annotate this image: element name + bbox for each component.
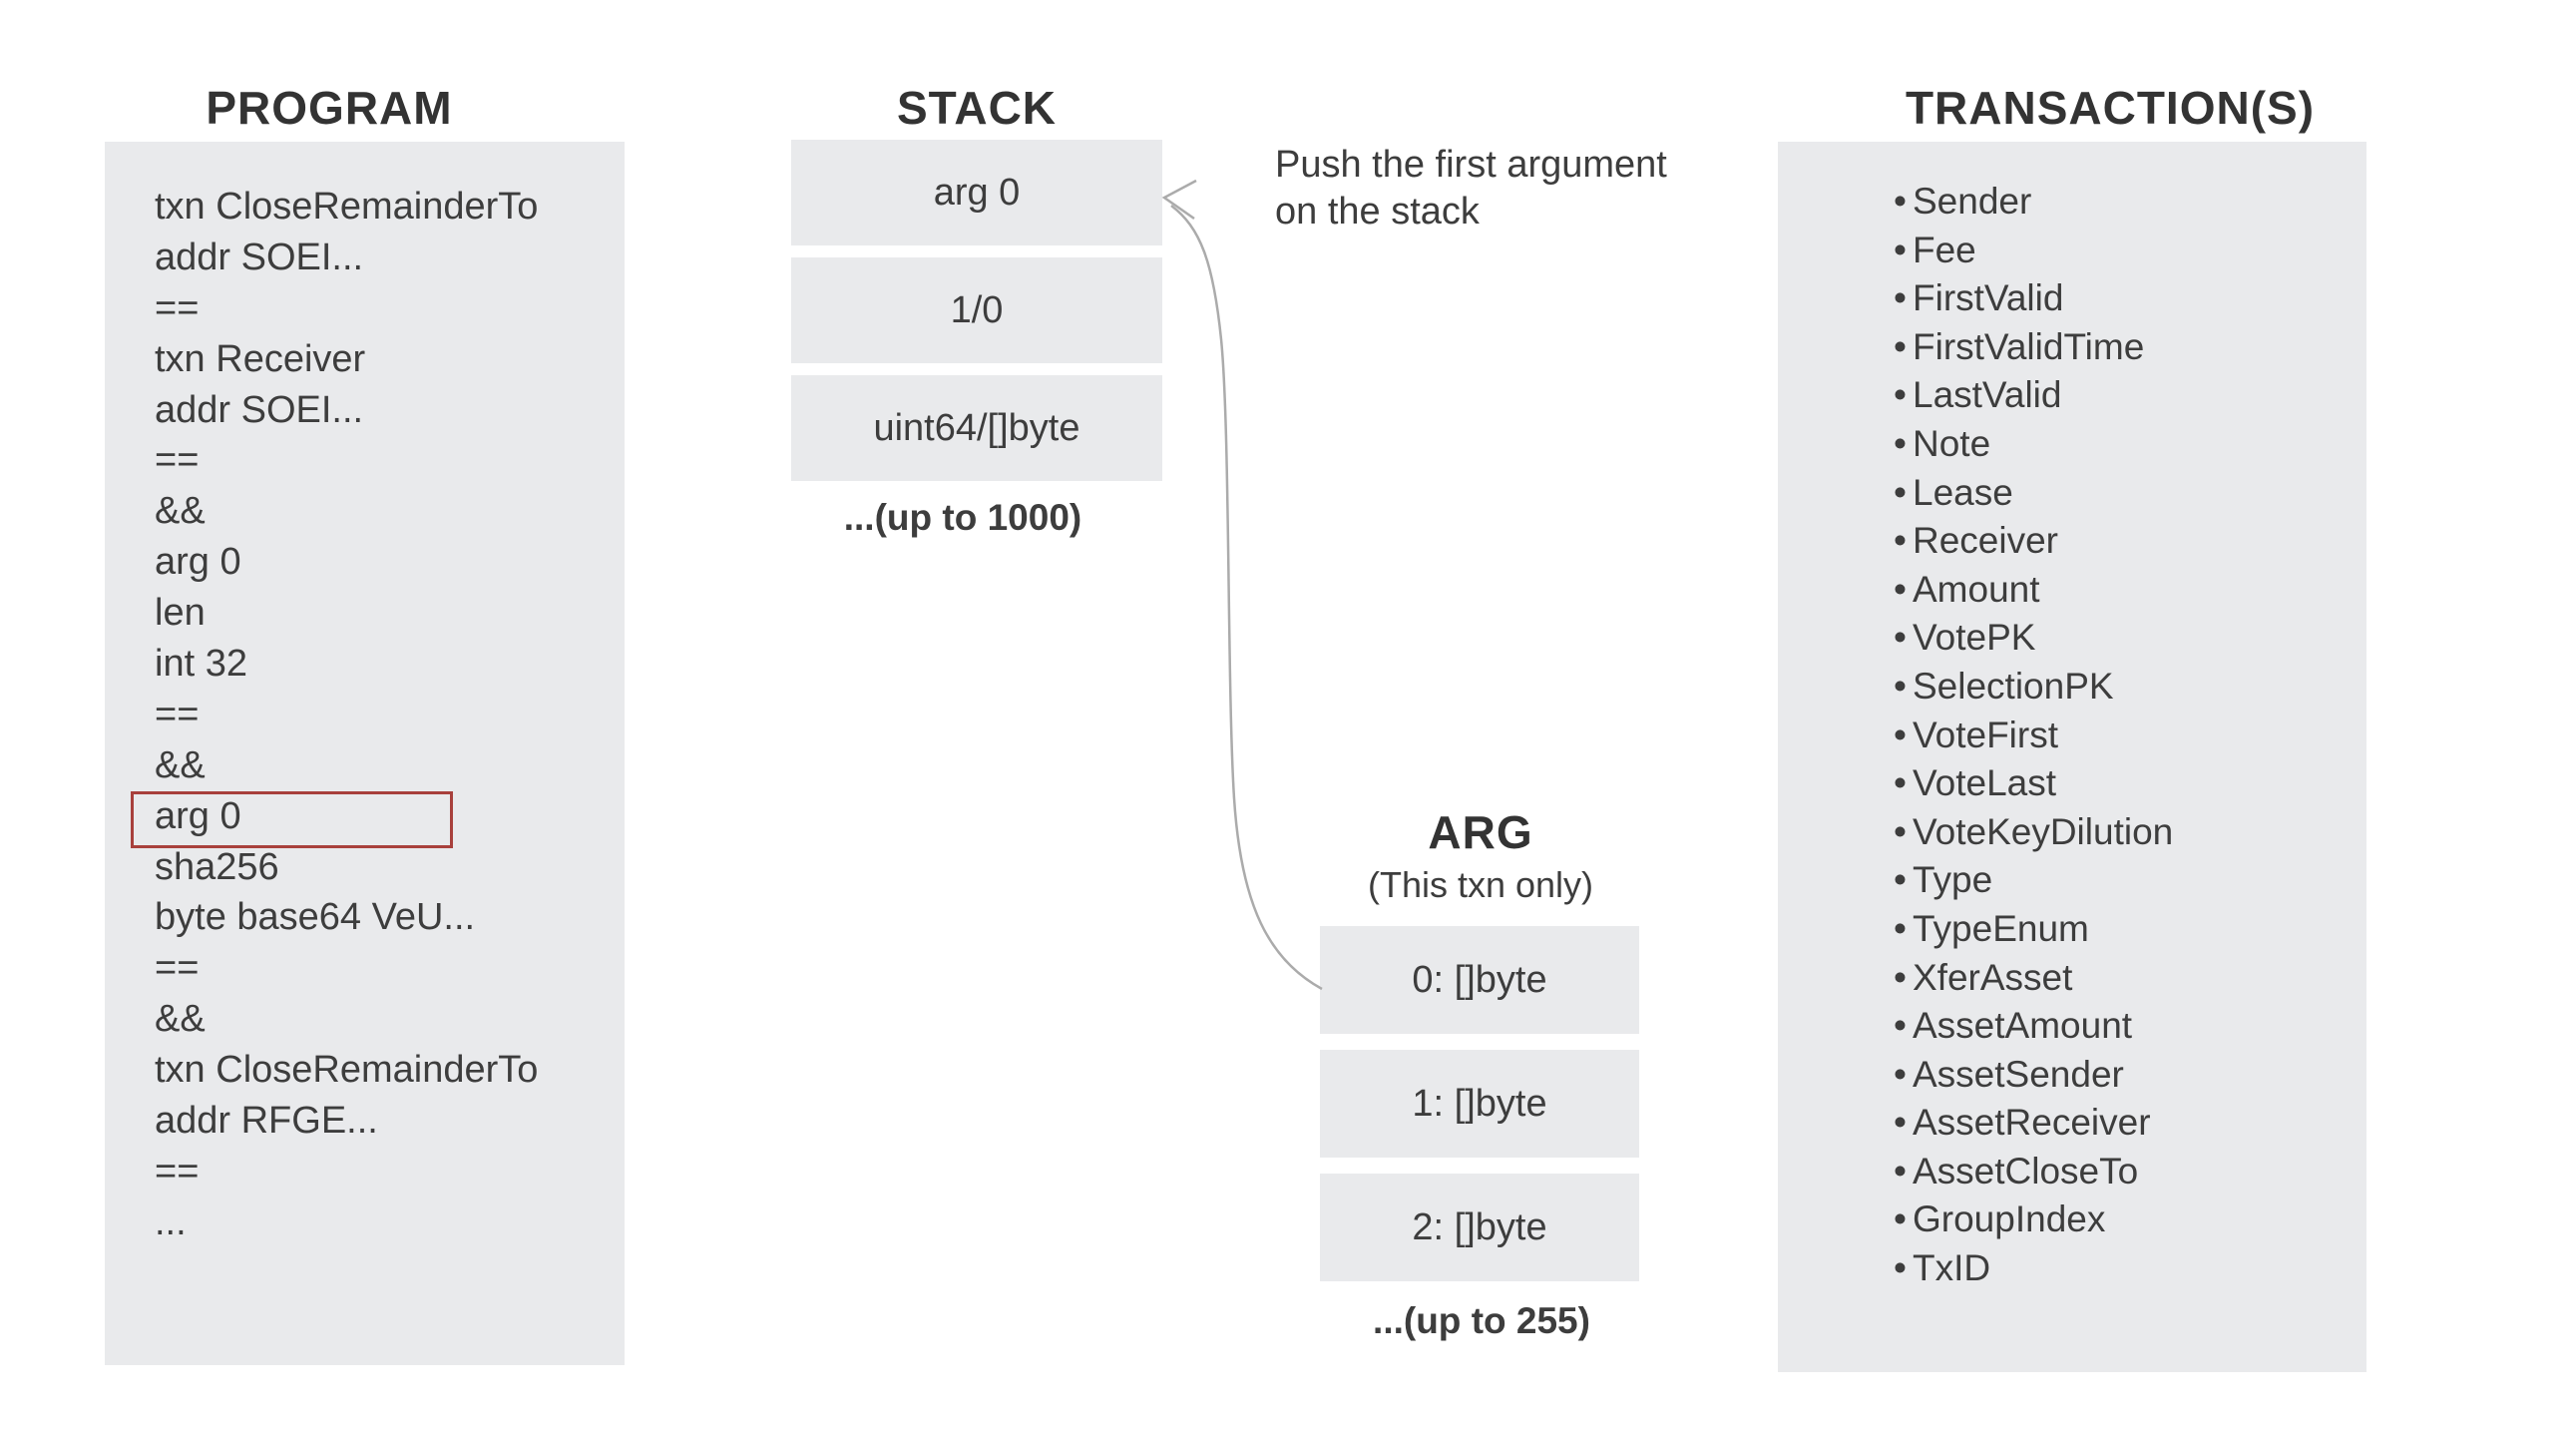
arg-column-title: ARG: [1428, 806, 1533, 858]
transaction-field-list: SenderFeeFirstValidFirstValidTimeLastVal…: [1894, 178, 2353, 1293]
transaction-field: VoteLast: [1894, 759, 2353, 808]
transaction-field: Sender: [1894, 178, 2353, 227]
transaction-field: AssetCloseTo: [1894, 1148, 2353, 1196]
program-line: &&: [155, 998, 206, 1041]
program-panel: [105, 142, 625, 1365]
program-line: &&: [155, 743, 206, 786]
program-line: ==: [155, 286, 200, 329]
stack-slot: arg 0: [791, 140, 1162, 245]
transaction-field: XferAsset: [1894, 954, 2353, 1003]
arg-overflow-note: ...(up to 255): [1373, 1300, 1590, 1341]
transaction-field: Note: [1894, 420, 2353, 469]
stack-overflow-note: ...(up to 1000): [843, 497, 1082, 538]
program-line: addr SOEI...: [155, 236, 364, 278]
program-line: arg 0: [131, 790, 574, 848]
transaction-field: VotePK: [1894, 614, 2353, 663]
arg-slot: 1: []byte: [1320, 1050, 1639, 1158]
transaction-field: Receiver: [1894, 517, 2353, 566]
program-line: txn CloseRemainderTo: [155, 186, 539, 228]
program-line: addr SOEI...: [155, 388, 364, 431]
program-line: ==: [155, 439, 200, 482]
transaction-field: Type: [1894, 856, 2353, 905]
program-line: addr RFGE...: [155, 1100, 378, 1143]
arg-column-subtitle: (This txn only): [1367, 864, 1594, 905]
transaction-field: Fee: [1894, 227, 2353, 275]
transaction-field: SelectionPK: [1894, 663, 2353, 712]
program-line: txn CloseRemainderTo: [155, 1049, 539, 1092]
transaction-field: Amount: [1894, 566, 2353, 615]
transaction-field: FirstValid: [1894, 274, 2353, 323]
transaction-field: TypeEnum: [1894, 905, 2353, 954]
push-arrow-curve: [1170, 205, 1323, 991]
arg-slot: 0: []byte: [1320, 926, 1639, 1034]
transaction-field: Lease: [1894, 469, 2353, 518]
program-line: len: [155, 592, 206, 635]
program-line: arg 0: [155, 541, 241, 584]
transaction-field: GroupIndex: [1894, 1195, 2353, 1244]
push-arrow-head: [1161, 179, 1197, 221]
stack-column-title: STACK: [896, 82, 1058, 134]
program-line: sha256: [155, 845, 279, 888]
arg-slot: 2: []byte: [1320, 1174, 1639, 1281]
program-line: ...: [155, 1200, 187, 1243]
program-line: &&: [155, 490, 206, 533]
stack-slot: uint64/[]byte: [791, 375, 1162, 481]
transaction-field: LastValid: [1894, 371, 2353, 420]
push-argument-annotation: Push the first argument on the stack: [1275, 144, 1667, 233]
transaction-field: AssetReceiver: [1894, 1099, 2353, 1148]
transactions-column-title: TRANSACTION(S): [1905, 82, 2316, 134]
stack-slot: 1/0: [791, 257, 1162, 363]
program-line: int 32: [155, 643, 247, 686]
program-line: ==: [155, 947, 200, 990]
program-line: ==: [155, 693, 200, 735]
stack-slot-list: arg 0 1/0 uint64/[]byte: [791, 140, 1162, 493]
transaction-field: VoteKeyDilution: [1894, 808, 2353, 857]
transaction-field: AssetSender: [1894, 1051, 2353, 1100]
program-column-title: PROGRAM: [206, 82, 453, 134]
transaction-field: VoteFirst: [1894, 712, 2353, 760]
transaction-field: FirstValidTime: [1894, 323, 2353, 372]
transaction-field: TxID: [1894, 1244, 2353, 1293]
program-line: ==: [155, 1150, 200, 1193]
program-line: txn Receiver: [155, 337, 366, 380]
arg-slot-list: 0: []byte 1: []byte 2: []byte: [1320, 926, 1639, 1297]
transaction-field: AssetAmount: [1894, 1002, 2353, 1051]
program-code-listing: txn CloseRemainderTo addr SOEI... == txn Re…: [131, 182, 574, 1248]
program-line: byte base64 VeU...: [155, 896, 476, 939]
